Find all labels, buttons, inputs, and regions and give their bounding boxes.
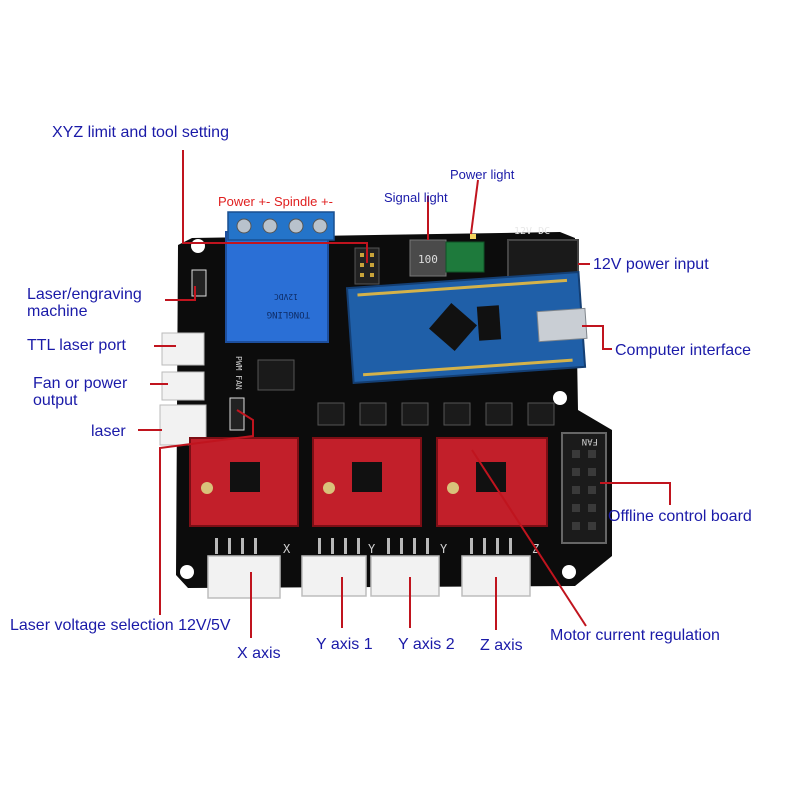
inductor — [409, 239, 447, 277]
label-ttl-port: TTL laser port — [27, 337, 126, 354]
label-computer-interface: Computer interface — [615, 342, 752, 359]
label-power-light: Power light — [450, 167, 515, 182]
label-laser-engraving-line2: machine — [27, 303, 88, 320]
relay-rating: 12VDC — [274, 292, 298, 301]
label-motor-current: Motor current regulation — [550, 627, 720, 644]
label-laser: laser — [91, 423, 126, 440]
label-xyz-limit: XYZ limit and tool setting — [52, 124, 229, 141]
buck-regulator — [445, 241, 485, 273]
screw — [312, 218, 328, 234]
silk-x: X — [283, 542, 291, 556]
driver-chip — [352, 462, 382, 492]
motor-connector-x — [207, 555, 281, 599]
label-laser-engraving: Laser/engraving machine — [27, 286, 142, 320]
mosfet — [257, 359, 295, 391]
label-x-axis: X axis — [237, 645, 281, 662]
relay — [225, 231, 329, 343]
fan-pwm-silkscreen: PWM FAN — [234, 356, 243, 390]
label-fan-power: Fan or power output — [33, 375, 127, 409]
label-signal-light: Signal light — [384, 190, 448, 205]
current-trimpot — [201, 482, 213, 494]
silk-y: Y — [368, 542, 376, 556]
label-laser-voltage: Laser voltage selection 12V/5V — [10, 617, 231, 634]
label-y-axis-1: Y axis 1 — [316, 636, 373, 653]
mosfet — [443, 402, 471, 426]
label-laser-engraving-line1: Laser/engraving — [27, 286, 142, 303]
mounting-hole — [562, 565, 576, 579]
mounting-hole — [180, 565, 194, 579]
leader-power-light — [470, 179, 479, 235]
screw — [288, 218, 304, 234]
mosfet — [317, 402, 345, 426]
leader-voltage — [159, 409, 254, 615]
screw — [262, 218, 278, 234]
laser-connector — [159, 404, 207, 446]
screw — [236, 218, 252, 234]
mosfet — [527, 402, 555, 426]
leader-offline — [600, 482, 671, 505]
mosfet — [401, 402, 429, 426]
label-y-axis-2: Y axis 2 — [398, 636, 455, 653]
leader-motor — [471, 449, 587, 627]
label-fan-power-line1: Fan or power — [33, 375, 128, 392]
current-trimpot — [447, 482, 459, 494]
inductor-value: 100 — [418, 253, 438, 266]
motor-connector-y2 — [370, 555, 440, 597]
mounting-hole — [553, 391, 567, 405]
offline-header — [561, 432, 607, 544]
ttl-connector — [161, 332, 205, 366]
leader-xyz — [182, 150, 368, 263]
silk-y2: Y — [440, 542, 448, 556]
dc-label: 12V DC — [514, 226, 550, 237]
driver-chip — [476, 462, 506, 492]
fan-connector — [161, 371, 205, 401]
label-power-input: 12V power input — [593, 256, 709, 273]
mosfet — [359, 402, 387, 426]
mounting-hole — [191, 239, 205, 253]
label-power-spindle: Power +- Spindle +- — [218, 194, 333, 209]
usb-serial-chip — [476, 305, 502, 341]
fan-header-silk: FAN — [582, 436, 598, 446]
leader-laser-engraving — [165, 286, 196, 301]
leader-computer — [582, 325, 612, 350]
driver-chip — [230, 462, 260, 492]
relay-brand: TONGLING — [267, 309, 310, 319]
motor-connector-y1 — [301, 555, 367, 597]
label-fan-power-line2: output — [33, 392, 78, 409]
mcu-chip — [429, 303, 477, 351]
current-trimpot — [323, 482, 335, 494]
label-offline-board: Offline control board — [608, 508, 752, 525]
mosfet — [485, 402, 513, 426]
power-led — [470, 234, 476, 239]
label-z-axis: Z axis — [480, 637, 523, 654]
mini-usb-port — [536, 307, 588, 343]
